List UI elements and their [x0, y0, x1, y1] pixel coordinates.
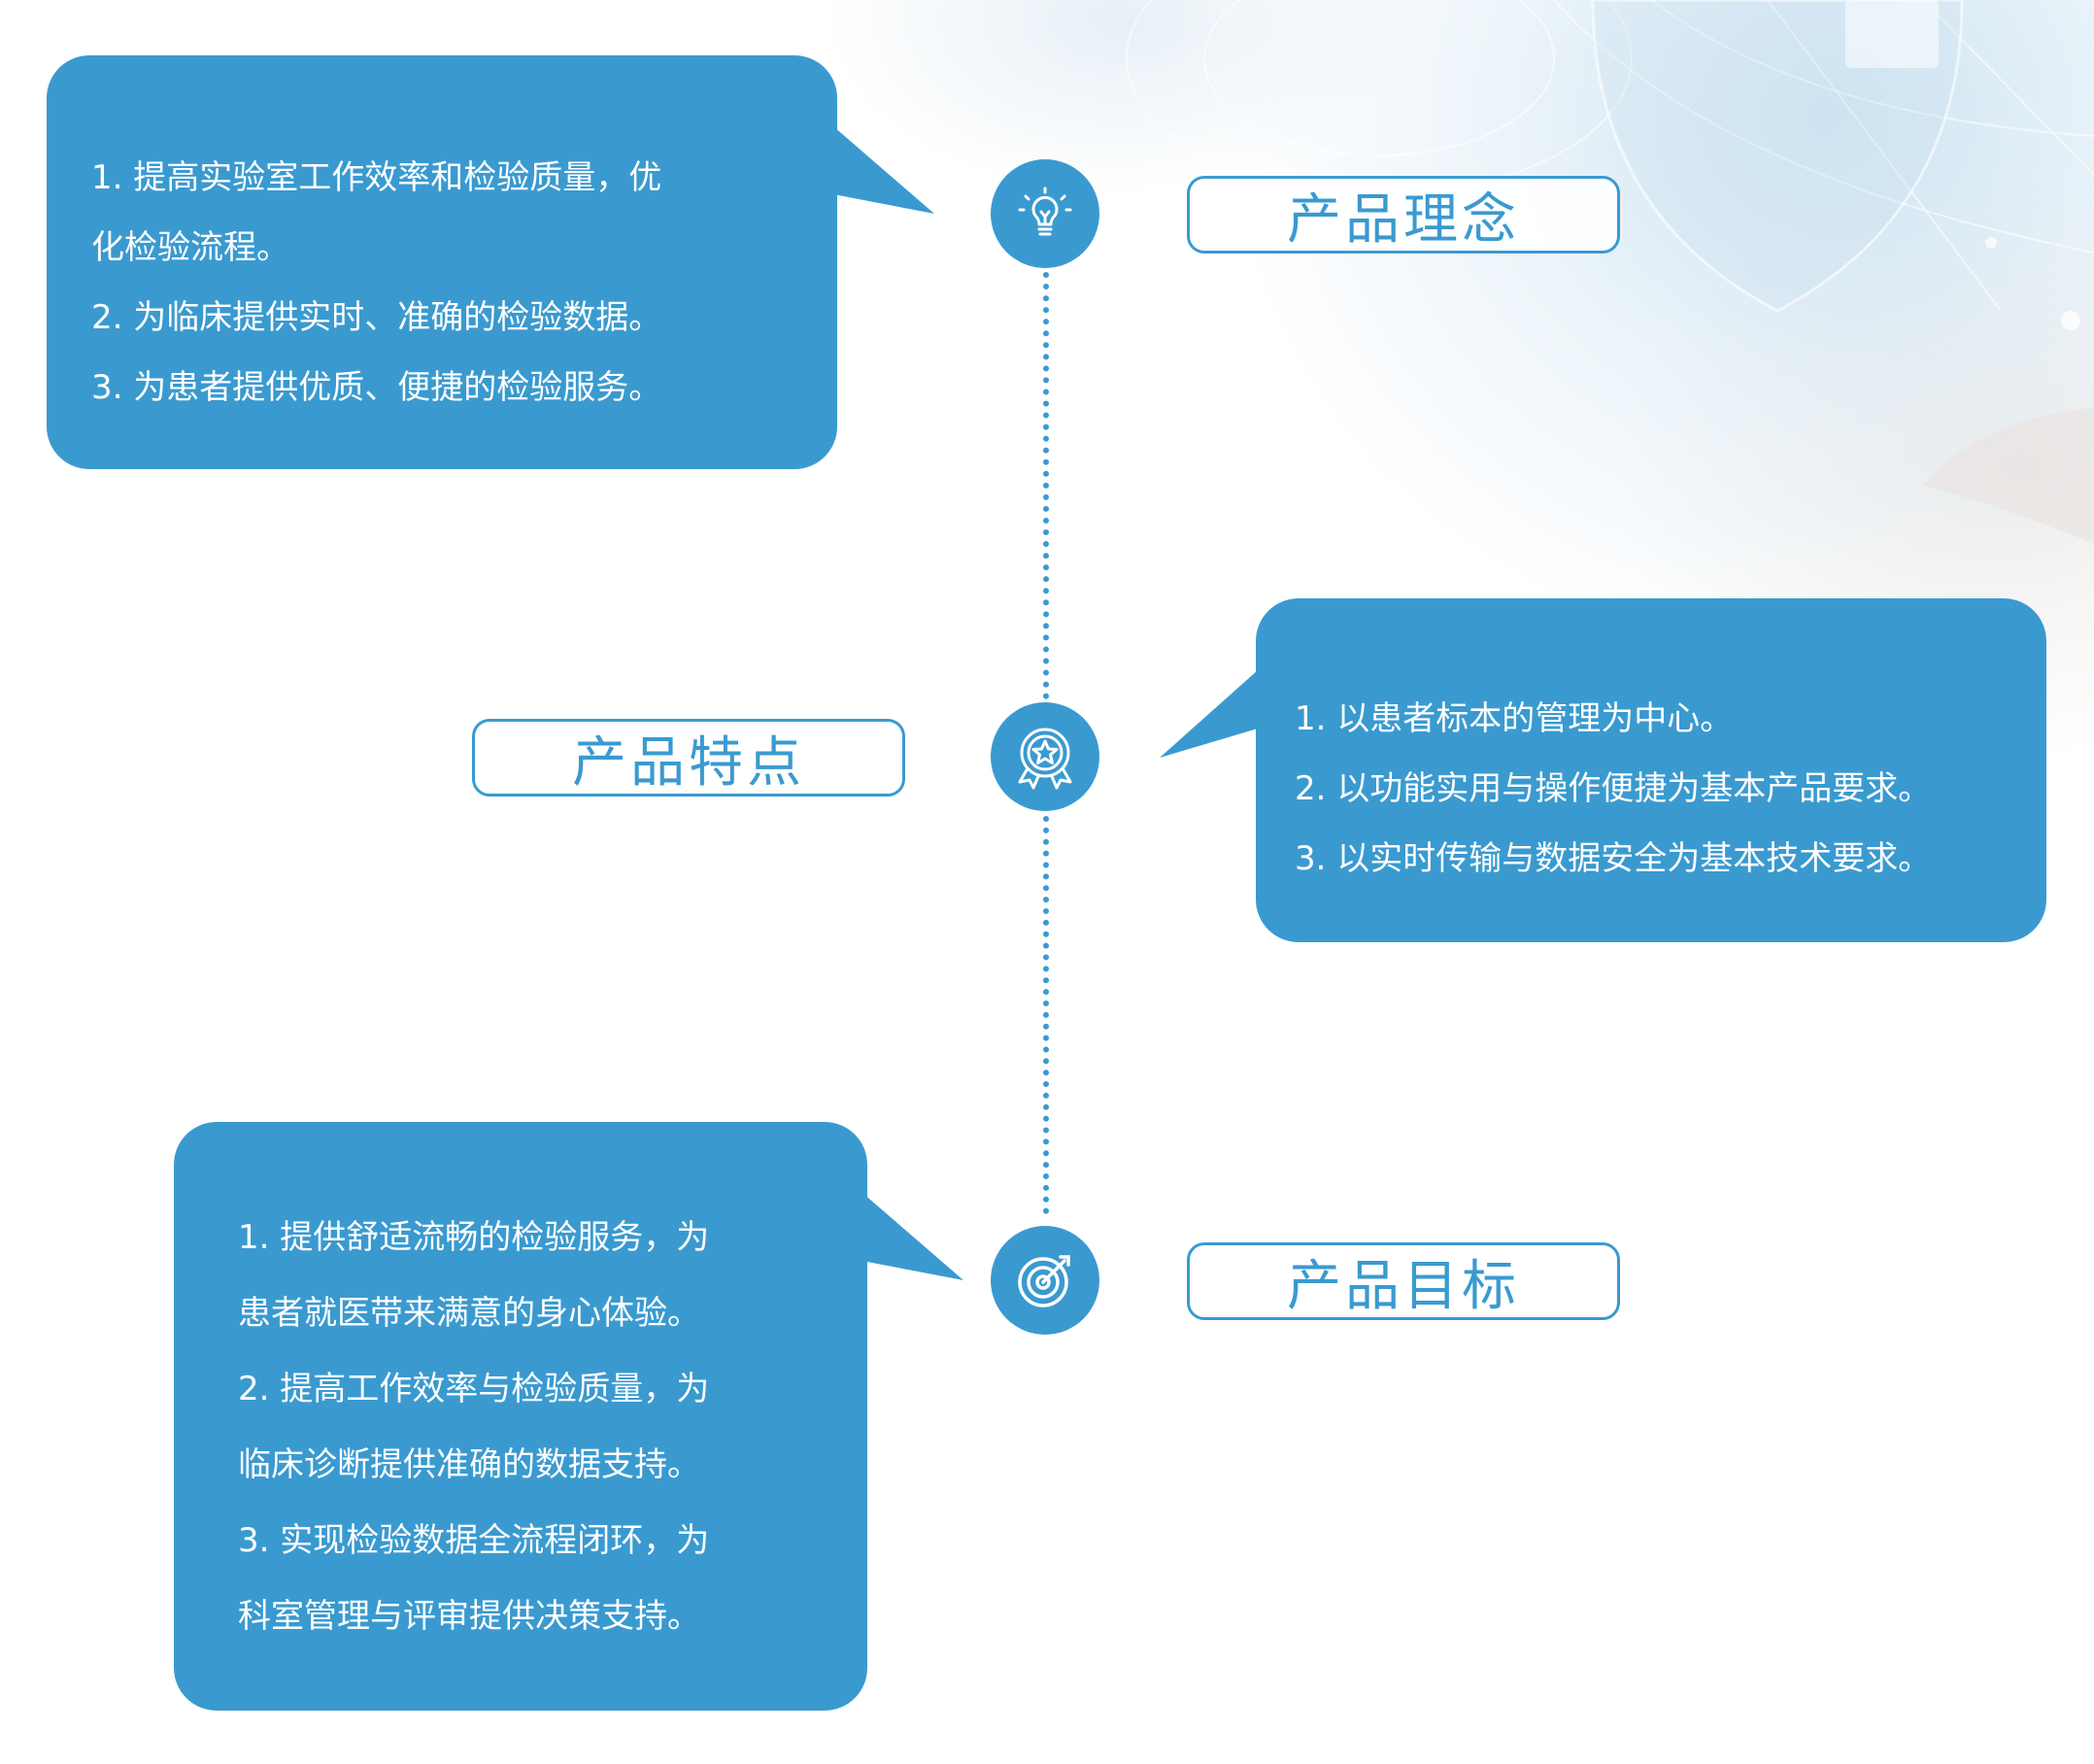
goals-bubble: 1. 提供舒适流畅的检验服务，为 患者就医带来满意的身心体验。 2. 提高工作效…: [174, 1122, 867, 1711]
features-bubble: 1. 以患者标本的管理为中心。 2. 以功能实用与操作便捷为基本产品要求。 3.…: [1256, 598, 2046, 942]
bubble-pointer: [1160, 670, 1258, 758]
bubble-line: 1. 提高实验室工作效率和检验质量，优: [91, 158, 662, 197]
section-title-philosophy: 产品理念: [1187, 176, 1620, 254]
bubble-line: 2. 为临床提供实时、准确的检验数据。: [91, 298, 662, 337]
bubble-line: 3. 为患者提供优质、便捷的检验服务。: [91, 368, 662, 407]
award-star-icon: [1018, 728, 1072, 790]
bubble-line: 科室管理与评审提供决策支持。: [238, 1597, 700, 1636]
target-icon: [1018, 1255, 1070, 1307]
bubble-line: 3. 实现检验数据全流程闭环，为: [238, 1521, 710, 1560]
timeline-node-philosophy: [991, 159, 1099, 268]
bubble-line: 患者就医带来满意的身心体验。: [238, 1294, 700, 1333]
philosophy-bubble: 1. 提高实验室工作效率和检验质量，优 化检验流程。 2. 为临床提供实时、准确…: [47, 55, 837, 469]
bubble-line: 临床诊断提供准确的数据支持。: [238, 1445, 700, 1484]
bubble-line: 2. 以功能实用与操作便捷为基本产品要求。: [1295, 769, 1932, 808]
bubble-line: 1. 提供舒适流畅的检验服务，为: [238, 1218, 710, 1257]
lightbulb-icon: [1018, 187, 1072, 236]
bubble-line: 1. 以患者标本的管理为中心。: [1295, 699, 1734, 738]
section-title-goals: 产品目标: [1187, 1242, 1620, 1320]
timeline-node-features: [991, 702, 1099, 811]
section-title-features: 产品特点: [472, 719, 905, 797]
bubble-pointer: [833, 126, 934, 214]
bubble-pointer: [862, 1193, 963, 1280]
bubble-line: 化检验流程。: [91, 228, 289, 267]
timeline-node-goals: [991, 1226, 1099, 1335]
timeline-connector: [1043, 816, 1049, 1214]
bubble-line: 3. 以实时传输与数据安全为基本技术要求。: [1295, 839, 1932, 878]
timeline-connector: [1043, 272, 1049, 699]
bubble-line: 2. 提高工作效率与检验质量，为: [238, 1370, 710, 1408]
